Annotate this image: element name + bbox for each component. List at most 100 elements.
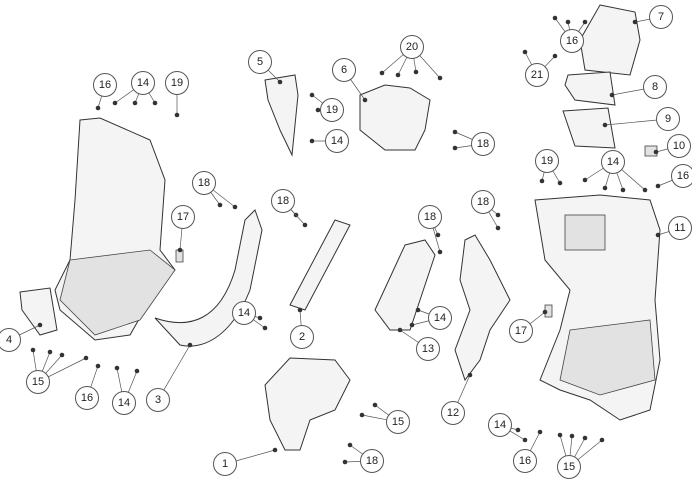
part-callout[interactable]: 14 bbox=[601, 150, 625, 174]
fastener-icon bbox=[47, 349, 53, 355]
fastener-icon bbox=[415, 307, 421, 313]
part-7 bbox=[579, 4, 641, 76]
fastener-icon bbox=[342, 459, 348, 465]
fastener-icon bbox=[539, 178, 545, 184]
part-11-window bbox=[564, 214, 606, 251]
part-5 bbox=[264, 74, 299, 157]
part-callout[interactable]: 16 bbox=[560, 29, 584, 53]
fastener-icon bbox=[557, 432, 563, 438]
part-callout[interactable]: 19 bbox=[320, 98, 344, 122]
fastener-icon bbox=[302, 222, 308, 228]
part-callout[interactable]: 18 bbox=[471, 190, 495, 214]
fastener-icon bbox=[602, 122, 608, 128]
part-callout[interactable]: 6 bbox=[332, 58, 356, 82]
fastener-icon bbox=[232, 204, 238, 210]
part-12 bbox=[454, 234, 511, 382]
fastener-icon bbox=[262, 325, 268, 331]
fastener-icon bbox=[435, 232, 441, 238]
fastener-icon bbox=[362, 97, 368, 103]
part-callout[interactable]: 9 bbox=[656, 107, 680, 131]
fastener-icon bbox=[632, 19, 638, 25]
fastener-icon bbox=[347, 442, 353, 448]
part-callout[interactable]: 18 bbox=[271, 189, 295, 213]
part-callout[interactable]: 16 bbox=[75, 386, 99, 410]
fastener-icon bbox=[95, 105, 101, 111]
part-callout[interactable]: 14 bbox=[325, 129, 349, 153]
fastener-icon bbox=[542, 309, 548, 315]
fastener-icon bbox=[602, 185, 608, 191]
fastener-icon bbox=[83, 355, 89, 361]
fastener-icon bbox=[395, 72, 401, 78]
part-2 bbox=[289, 219, 351, 311]
part-callout[interactable]: 17 bbox=[509, 319, 533, 343]
fastener-icon bbox=[187, 342, 193, 348]
fastener-icon bbox=[452, 129, 458, 135]
fastener-icon bbox=[309, 138, 315, 144]
fastener-icon bbox=[177, 247, 183, 253]
part-callout[interactable]: 17 bbox=[171, 205, 195, 229]
part-6 bbox=[359, 84, 431, 151]
fastener-icon bbox=[620, 187, 626, 193]
part-callout[interactable]: 14 bbox=[232, 301, 256, 325]
part-callout[interactable]: 13 bbox=[416, 337, 440, 361]
part-callout[interactable]: 16 bbox=[671, 164, 692, 188]
part-callout[interactable]: 20 bbox=[400, 35, 424, 59]
part-callout[interactable]: 14 bbox=[488, 413, 512, 437]
part-callout[interactable]: 18 bbox=[471, 132, 495, 156]
part-callout[interactable]: 19 bbox=[165, 71, 189, 95]
fastener-icon bbox=[655, 183, 661, 189]
part-callout[interactable]: 10 bbox=[667, 134, 691, 158]
part-callout[interactable]: 15 bbox=[386, 410, 410, 434]
part-callout[interactable]: 2 bbox=[290, 325, 314, 349]
fastener-icon bbox=[114, 365, 120, 371]
fastener-icon bbox=[315, 107, 321, 113]
part-callout[interactable]: 5 bbox=[248, 50, 272, 74]
part-callout[interactable]: 15 bbox=[26, 370, 50, 394]
fastener-icon bbox=[653, 149, 659, 155]
fastener-icon bbox=[152, 100, 158, 106]
part-callout[interactable]: 16 bbox=[93, 73, 117, 97]
fastener-icon bbox=[552, 15, 558, 21]
fastener-icon bbox=[609, 92, 615, 98]
part-callout[interactable]: 4 bbox=[0, 328, 21, 352]
fastener-icon bbox=[552, 53, 558, 59]
part-callout[interactable]: 19 bbox=[535, 149, 559, 173]
fastener-icon bbox=[297, 307, 303, 313]
part-callout[interactable]: 14 bbox=[131, 71, 155, 95]
part-callout[interactable]: 16 bbox=[513, 449, 537, 473]
part-1 bbox=[264, 357, 351, 451]
fastener-icon bbox=[495, 212, 501, 218]
part-callout[interactable]: 3 bbox=[146, 388, 170, 412]
part-callout[interactable]: 14 bbox=[112, 391, 136, 415]
fastener-icon bbox=[272, 447, 278, 453]
part-callout[interactable]: 21 bbox=[525, 63, 549, 87]
part-9 bbox=[562, 107, 616, 149]
fastener-icon bbox=[372, 402, 378, 408]
fastener-icon bbox=[30, 347, 36, 353]
part-callout[interactable]: 12 bbox=[441, 401, 465, 425]
fastener-icon bbox=[437, 75, 443, 81]
fastener-icon bbox=[409, 322, 415, 328]
fastener-icon bbox=[95, 363, 101, 369]
part-callout[interactable]: 18 bbox=[418, 205, 442, 229]
part-callout[interactable]: 1 bbox=[213, 452, 237, 476]
part-callout[interactable]: 18 bbox=[360, 449, 384, 473]
part-callout[interactable]: 8 bbox=[643, 75, 667, 99]
fastener-icon bbox=[309, 92, 315, 98]
fastener-icon bbox=[537, 429, 543, 435]
fastener-icon bbox=[582, 177, 588, 183]
fastener-icon bbox=[522, 437, 528, 443]
part-callout[interactable]: 14 bbox=[428, 306, 452, 330]
part-callout[interactable]: 7 bbox=[649, 5, 673, 29]
fastener-icon bbox=[174, 112, 180, 118]
part-13 bbox=[374, 239, 436, 331]
fastener-icon bbox=[599, 437, 605, 443]
part-8 bbox=[564, 71, 616, 106]
part-callout[interactable]: 11 bbox=[668, 216, 692, 240]
fastener-icon bbox=[522, 49, 528, 55]
part-4 bbox=[19, 287, 58, 336]
part-callout[interactable]: 18 bbox=[192, 171, 216, 195]
part-callout[interactable]: 15 bbox=[557, 455, 581, 479]
fastener-icon bbox=[565, 19, 571, 25]
